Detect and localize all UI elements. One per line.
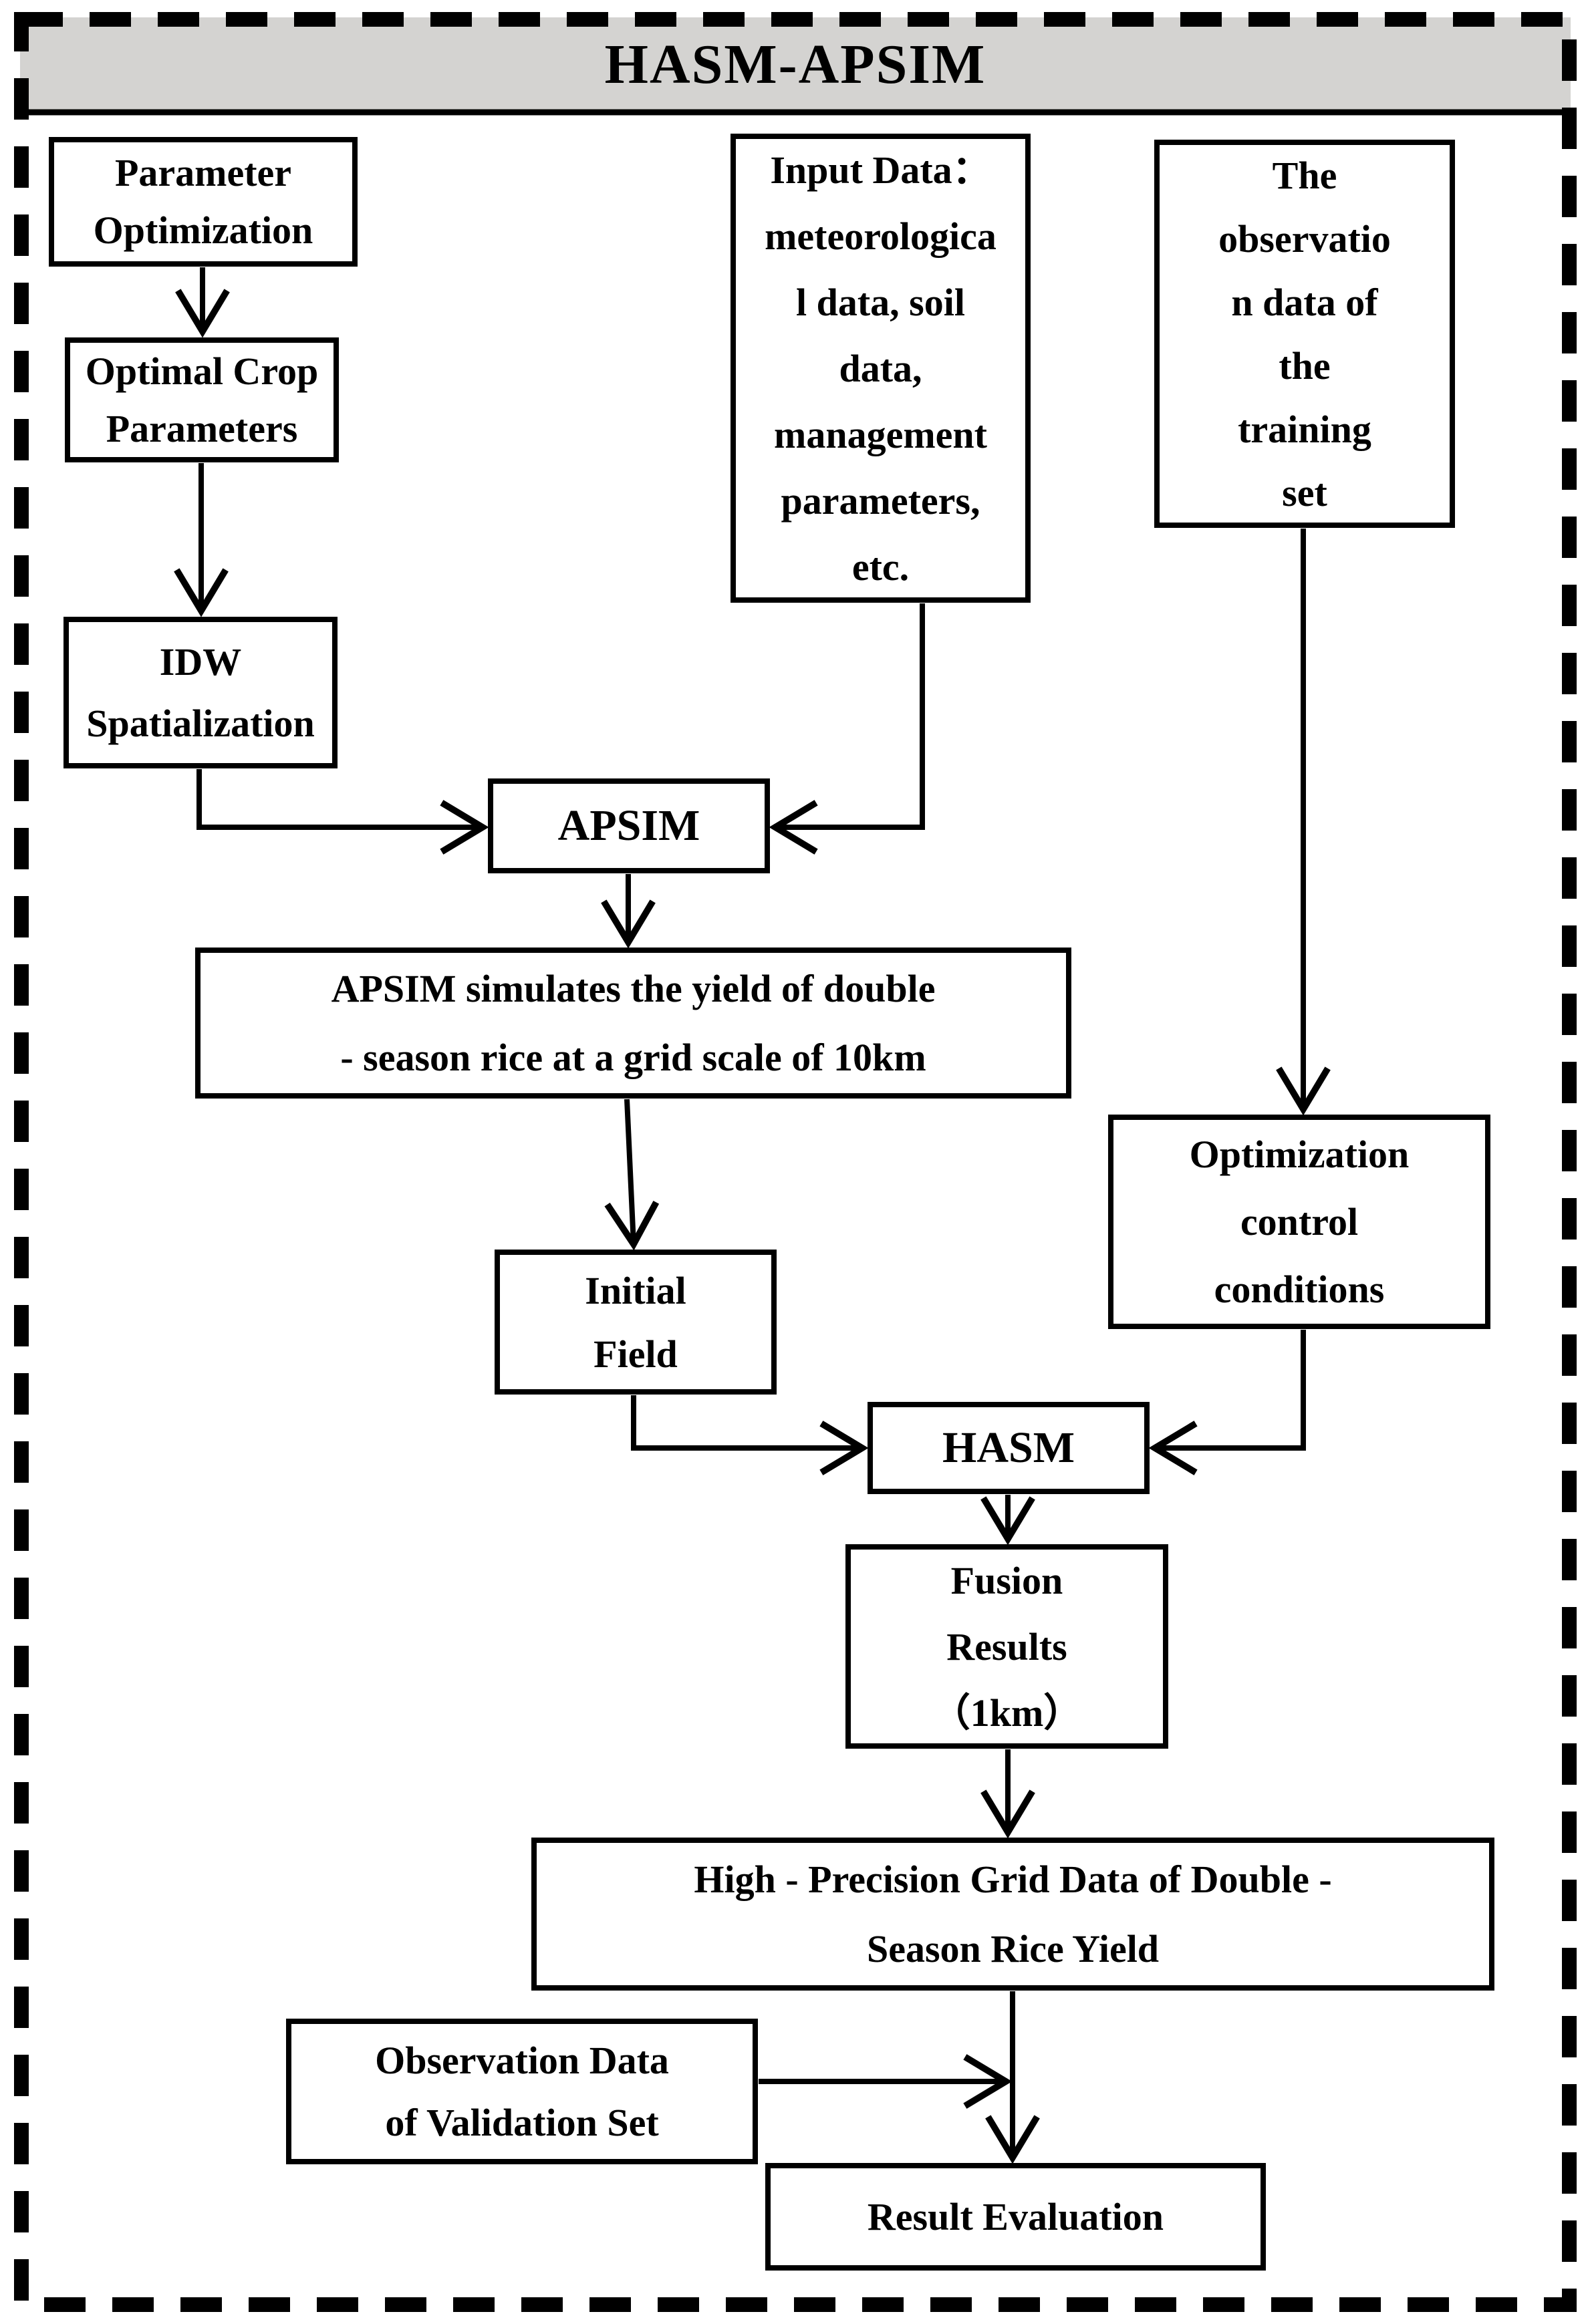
node-observation-training-set: The observatio n data of the training set [1154, 140, 1455, 528]
node-label-line: The [1272, 153, 1337, 197]
node-label-line: Result Evaluation [867, 2194, 1164, 2238]
node-label-line: APSIM [557, 801, 700, 850]
node-label-line: Input Data： [770, 148, 991, 192]
node-apsim: APSIM [488, 778, 770, 873]
node-label-line: n data of [1231, 280, 1378, 324]
node-result-evaluation: Result Evaluation [765, 2163, 1266, 2271]
node-label-line: Parameter [114, 151, 292, 194]
node-label-line: High - Precision Grid Data of Double - [694, 1857, 1332, 1901]
node-hasm: HASM [868, 1402, 1150, 1494]
arrow-initialfield-to-hasm [631, 1395, 869, 1475]
node-label-line: data, [839, 346, 922, 390]
node-label-line: （1km） [931, 1691, 1083, 1735]
node-label-line: HASM [942, 1423, 1075, 1472]
arrow-input-to-apsim [769, 603, 925, 855]
node-label-line: Optimization [1189, 1133, 1410, 1176]
node-label-line: of Validation Set [385, 2101, 659, 2144]
node-label-line: Initial [585, 1268, 686, 1312]
node-label-line: conditions [1214, 1268, 1385, 1311]
node-label-line: management [774, 412, 987, 456]
arrow-optcontrol-to-hasm [1148, 1330, 1306, 1475]
node-label-line: meteorologica [765, 214, 997, 258]
node-label-line: parameters, [781, 478, 980, 523]
node-label-line: APSIM simulates the yield of double [331, 967, 936, 1010]
node-label-line: Observation Data [375, 2039, 669, 2082]
node-high-precision-grid-data: High - Precision Grid Data of Double - Se… [531, 1838, 1494, 1991]
node-label-line: IDW [159, 639, 242, 684]
node-label-line: Optimal Crop [85, 349, 319, 393]
node-label-line: Season Rice Yield [866, 1926, 1160, 1971]
node-label-line: control [1240, 1200, 1359, 1244]
node-idw-spatialization: IDW Spatialization [63, 617, 338, 768]
node-label-line: Results [946, 1624, 1067, 1668]
node-label-line: Parameters [106, 406, 298, 450]
page-title: HASM-APSIM [604, 33, 986, 96]
node-label-line: l data, soil [796, 280, 965, 324]
node-input-data: Input Data： meteorologica l data, soil data… [731, 134, 1031, 603]
node-label-line: Fusion [950, 1558, 1063, 1602]
node-label-line: training [1238, 407, 1371, 451]
node-label-line: set [1282, 470, 1327, 515]
arrow-simulation-to-initialfield [604, 1099, 660, 1251]
node-label-line: Spatialization [86, 701, 315, 745]
node-label-line: Optimization [93, 208, 313, 252]
node-optimization-control: Optimization control conditions [1108, 1115, 1490, 1329]
node-label-line: etc. [851, 545, 910, 589]
node-label-line: the [1279, 343, 1331, 388]
dashed-frame [14, 12, 1577, 2312]
node-label-line: - season rice at a grid scale of 10km [340, 1036, 926, 1079]
node-apsim-simulation: APSIM simulates the yield of double - sea… [195, 948, 1071, 1099]
arrow-idw-to-apsim [196, 769, 489, 855]
node-observation-validation-set: Observation Data of Validation Set [286, 2019, 758, 2164]
title-bar [20, 17, 1571, 112]
node-label-line: observatio [1218, 216, 1391, 261]
node-label-line: Field [593, 1332, 678, 1376]
